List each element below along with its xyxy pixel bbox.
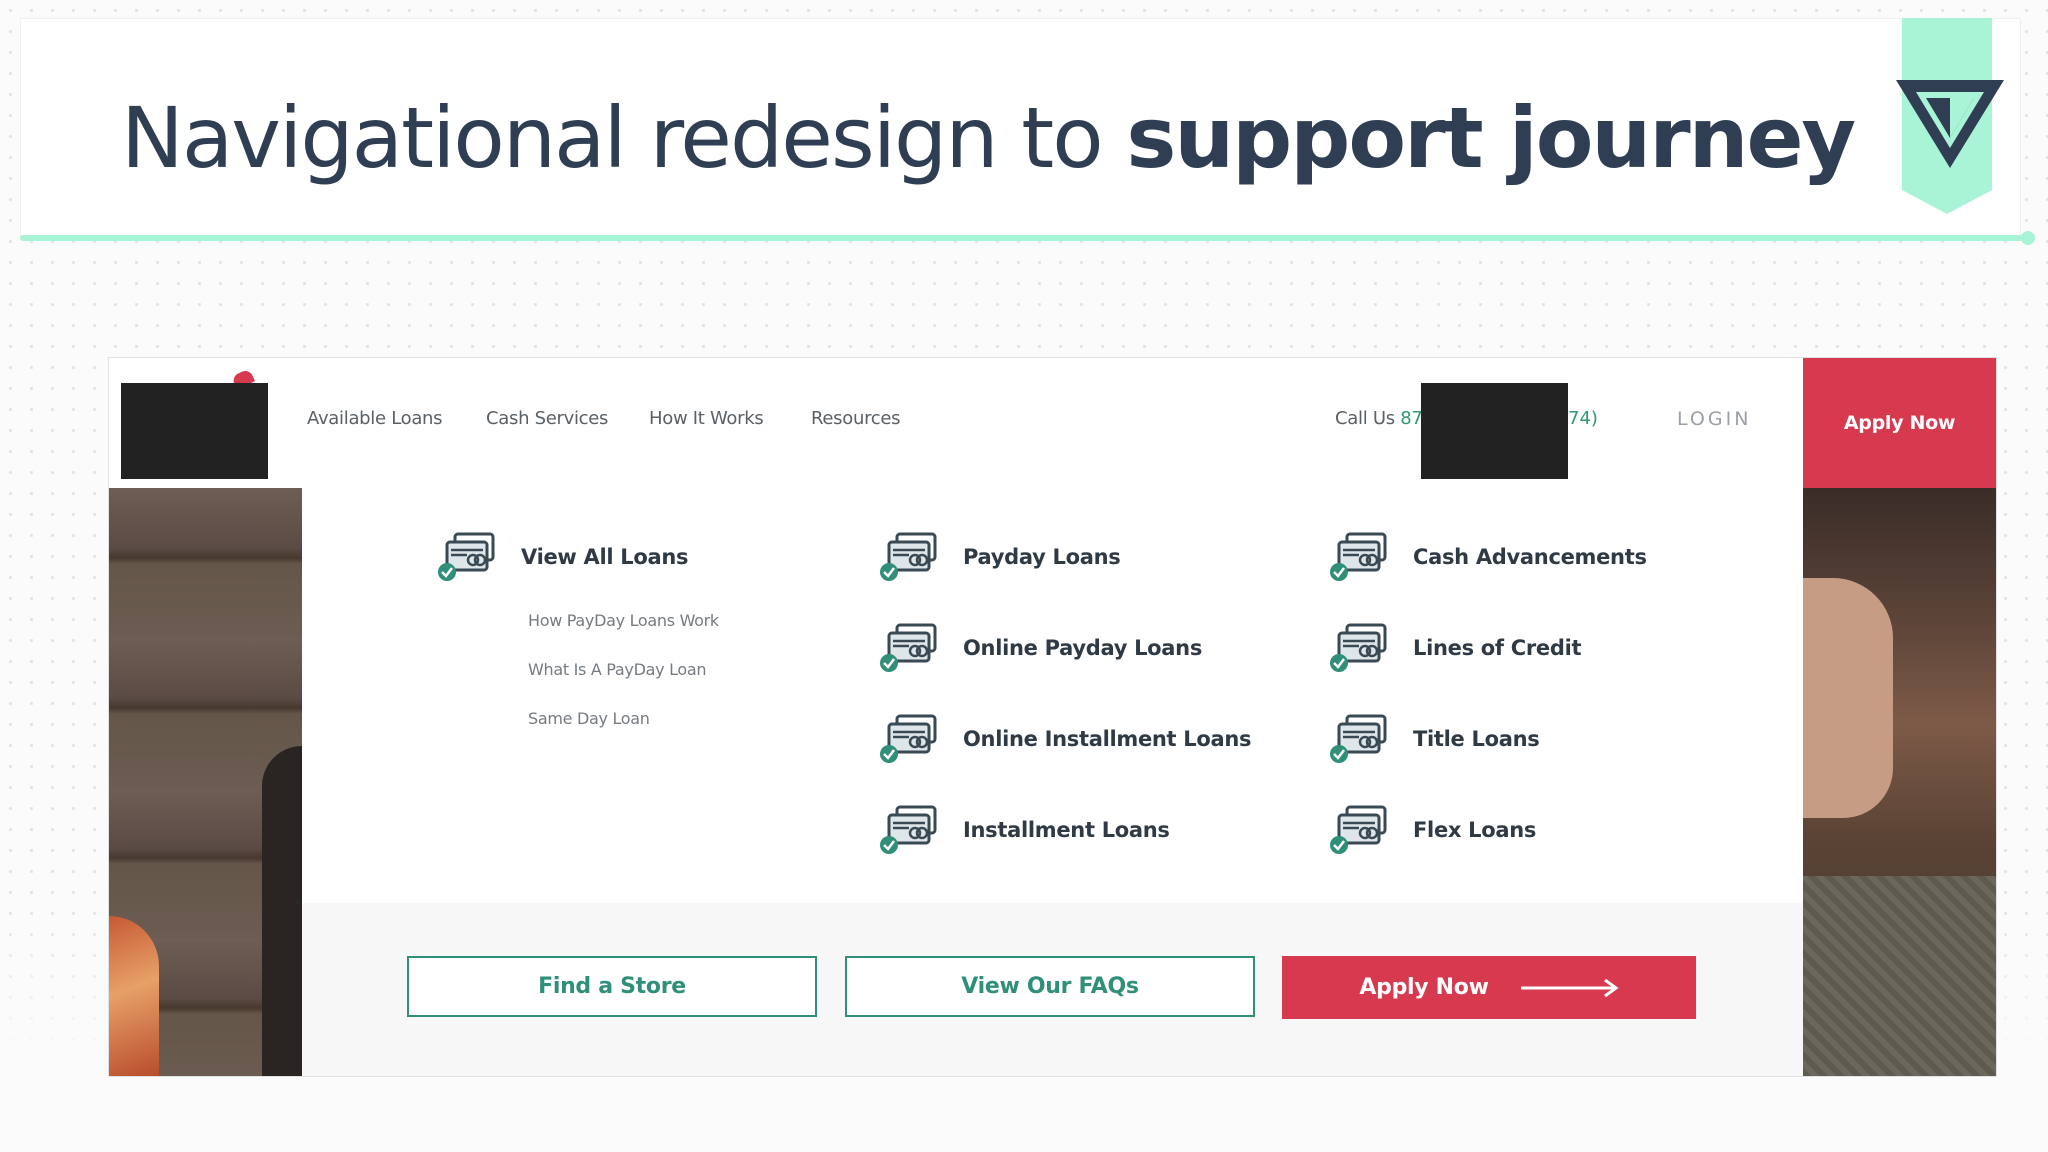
menu-item-installment-loans[interactable]: Installment Loans xyxy=(877,803,1170,857)
arrow-right-icon xyxy=(1520,978,1619,997)
triangle-logo-icon xyxy=(1896,18,2004,214)
menu-item-label: Online Payday Loans xyxy=(963,636,1203,660)
apply-now-label: Apply Now xyxy=(1359,975,1489,1000)
menu-item-label: Title Loans xyxy=(1413,727,1540,751)
menu-item-label: Installment Loans xyxy=(963,818,1170,842)
menu-item-label: Flex Loans xyxy=(1413,818,1537,842)
title-accent-dot xyxy=(2021,231,2035,245)
apply-now-nav-button[interactable]: Apply Now xyxy=(1803,358,1996,488)
login-link[interactable]: LOGIN xyxy=(1677,408,1752,430)
slide-title-bold: support journey xyxy=(1126,89,1856,187)
title-accent-line xyxy=(20,235,2032,241)
loan-card-icon xyxy=(1328,805,1387,856)
slide-title-bar: Navigational redesign to support journey xyxy=(20,18,2021,238)
redacted-phone-number xyxy=(1421,383,1568,479)
call-us-label: Call Us xyxy=(1335,408,1401,429)
loan-card-icon xyxy=(1328,623,1387,674)
loan-card-icon xyxy=(1328,532,1387,583)
nav-resources[interactable]: Resources xyxy=(811,408,901,429)
loan-card-icon xyxy=(878,532,937,583)
hero-photo-right xyxy=(1803,488,1996,1076)
menu-item-label: Cash Advancements xyxy=(1413,545,1647,569)
find-a-store-button[interactable]: Find a Store xyxy=(407,956,817,1017)
menu-item-flex-loans[interactable]: Flex Loans xyxy=(1327,803,1536,857)
call-number-start: 87 xyxy=(1400,408,1423,429)
sublink-what-is-a-payday-loan[interactable]: What Is A PayDay Loan xyxy=(528,660,707,679)
sublink-how-payday-loans-work[interactable]: How PayDay Loans Work xyxy=(528,611,719,630)
sublink-same-day-loan[interactable]: Same Day Loan xyxy=(528,709,650,728)
call-number-end: 74) xyxy=(1568,408,1598,429)
apply-now-button[interactable]: Apply Now xyxy=(1282,956,1696,1019)
menu-item-label: Payday Loans xyxy=(963,545,1121,569)
website-mockup: Available Loans Cash Services How It Wor… xyxy=(108,357,1997,1077)
loan-card-icon xyxy=(878,714,937,765)
hero-photo-left xyxy=(109,488,302,1076)
menu-item-payday-loans[interactable]: Payday Loans xyxy=(877,530,1121,584)
slide-title-regular: Navigational redesign to xyxy=(121,89,1127,187)
nav-how-it-works[interactable]: How It Works xyxy=(649,408,764,429)
nav-available-loans[interactable]: Available Loans xyxy=(307,408,443,429)
redacted-logo xyxy=(121,383,268,479)
menu-item-cash-advancements[interactable]: Cash Advancements xyxy=(1327,530,1647,584)
nav-cash-services[interactable]: Cash Services xyxy=(486,408,609,429)
slide-title: Navigational redesign to support journey xyxy=(121,89,1856,187)
menu-item-label: Lines of Credit xyxy=(1413,636,1582,660)
view-our-faqs-button[interactable]: View Our FAQs xyxy=(845,956,1255,1017)
loan-card-icon xyxy=(878,805,937,856)
menu-item-online-installment-loans[interactable]: Online Installment Loans xyxy=(877,712,1252,766)
call-us-text[interactable]: Call Us 87 xyxy=(1335,408,1423,429)
menu-item-title-loans[interactable]: Title Loans xyxy=(1327,712,1540,766)
loan-card-icon xyxy=(436,532,495,583)
menu-item-label: Online Installment Loans xyxy=(963,727,1252,751)
loan-card-icon xyxy=(1328,714,1387,765)
loan-card-icon xyxy=(878,623,937,674)
menu-item-label: View All Loans xyxy=(521,545,689,569)
menu-item-online-payday-loans[interactable]: Online Payday Loans xyxy=(877,621,1202,675)
menu-item-lines-of-credit[interactable]: Lines of Credit xyxy=(1327,621,1582,675)
menu-item-view-all-loans[interactable]: View All Loans xyxy=(435,530,689,584)
